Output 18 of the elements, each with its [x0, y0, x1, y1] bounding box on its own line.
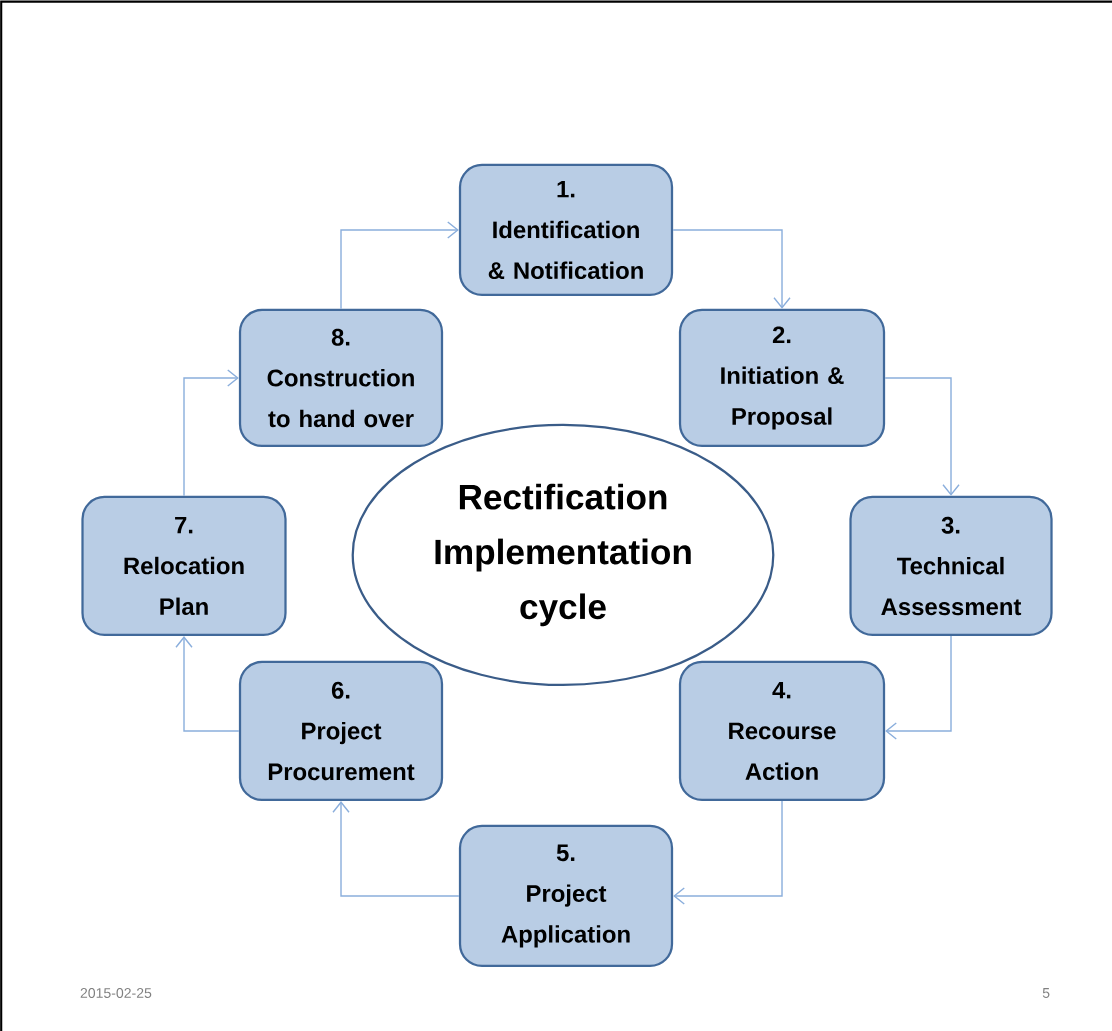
process-box: 4. Recourse Action: [678, 660, 886, 802]
process-box: 3. Technical Assessment: [849, 495, 1053, 637]
process-box: 7. Relocation Plan: [81, 495, 287, 637]
process-box: 1. Identification & Notification: [458, 163, 674, 297]
process-box: 5. Project Application: [458, 824, 674, 968]
process-box: 6. Project Procurement: [238, 660, 444, 802]
arrow: [332, 801, 460, 897]
arrow: [175, 636, 240, 732]
arrow: [884, 377, 960, 496]
process-box: 2. Initiation & Proposal: [678, 308, 886, 448]
arrow: [340, 221, 459, 310]
arrow: [885, 635, 952, 740]
arrow: [672, 229, 791, 309]
process-box: 8. Construction to hand over: [238, 308, 444, 448]
arrow: [673, 800, 783, 905]
arrow: [183, 369, 239, 497]
page-number: 5: [1042, 988, 1050, 998]
date-label: 2015-02-25: [80, 988, 152, 998]
